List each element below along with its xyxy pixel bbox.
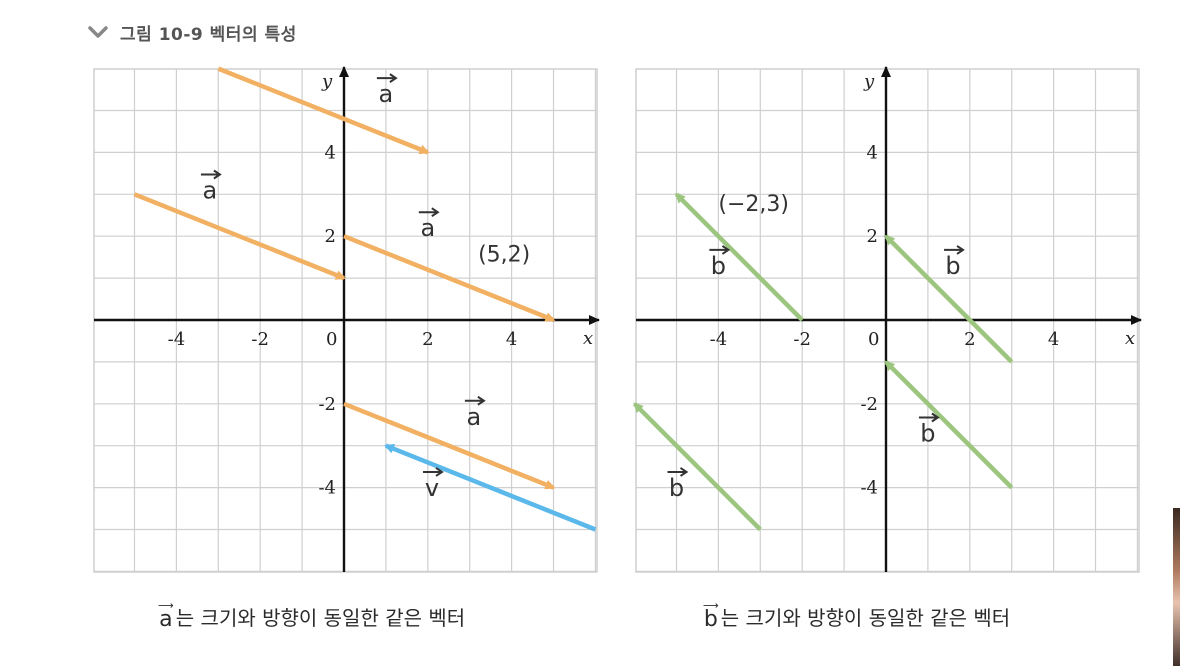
vector-a-arrow	[343, 401, 556, 490]
x-tick-label: 2	[964, 329, 975, 350]
x-axis-label: x	[1125, 328, 1135, 349]
y-tick-label: -4	[860, 478, 878, 499]
vector-label-a: a	[420, 214, 435, 242]
chevron-down-icon[interactable]	[88, 25, 108, 39]
point-annotation: (−2,3)	[718, 192, 789, 217]
vector-b-arrow	[674, 192, 804, 322]
x-tick-label: 4	[506, 329, 517, 350]
x-tick-label: -2	[793, 329, 811, 350]
vector-label-a: a	[467, 403, 482, 431]
vector-label-arrow-head	[389, 73, 398, 83]
vector-label-arrow-head	[477, 395, 486, 406]
vector-label-arrow-head	[431, 207, 440, 218]
vector-label-v: v	[425, 474, 439, 502]
y-tick-label: -2	[860, 394, 878, 415]
x-axis-label: x	[583, 328, 593, 349]
vector-label-arrow-head	[956, 245, 965, 255]
vector-b-arrow	[633, 402, 762, 532]
vector-label-b: b	[711, 252, 726, 280]
x-tick-label: 2	[422, 329, 433, 350]
right-graph-panel: x y 0 -4 -2 2 4 4 2 -2 -4 b b b b (−2,3)	[633, 66, 1142, 573]
vector-b-arrow	[884, 360, 1014, 490]
vector-label-b: b	[669, 474, 684, 502]
y-tick-label: -2	[318, 394, 336, 415]
origin-label: 0	[868, 329, 879, 350]
y-axis-label: y	[863, 71, 875, 92]
video-edge-thumbnail	[1173, 508, 1180, 666]
left-caption: ⟶a 는 크기와 방향이 동일한 같은 벡터	[158, 600, 465, 631]
vector-label-b: b	[920, 420, 935, 448]
y-tick-label: 2	[867, 226, 878, 247]
vector-label-arrow-head	[435, 467, 444, 477]
y-tick-label: 4	[325, 142, 336, 163]
caption-vector-b: ⟶b	[703, 599, 719, 632]
y-tick-label: 2	[325, 226, 336, 247]
vector-label-arrow-head	[721, 245, 731, 255]
figure-title: 그림 10-9 벡터의 특성	[120, 24, 297, 45]
right-caption: ⟶b 는 크기와 방향이 동일한 같은 벡터	[703, 600, 1010, 631]
vector-label-a: a	[379, 80, 394, 108]
vector-label-arrow-head	[931, 412, 940, 423]
right-caption-text: 는 크기와 방향이 동일한 같은 벡터	[720, 606, 1011, 630]
y-tick-label: -4	[318, 478, 336, 499]
vector-label-arrow-head	[213, 169, 222, 180]
vector-a-arrow	[133, 192, 346, 281]
vector-label-b: b	[945, 252, 960, 280]
y-tick-label: 4	[867, 142, 878, 163]
x-tick-label: 4	[1048, 329, 1059, 350]
left-graph-panel: x y 0 -4 -2 2 4 4 2 -2 -4 a a a a v (5,2)	[93, 66, 600, 573]
left-caption-text: 는 크기와 방향이 동일한 같은 벡터	[175, 606, 466, 630]
vector-label-arrow-head	[679, 467, 689, 477]
vector-b-arrow	[884, 234, 1014, 364]
vector-a-arrow	[343, 234, 556, 323]
caption-vector-a: ⟶a	[158, 599, 174, 632]
x-tick-label: -4	[710, 329, 728, 350]
vector-label-a: a	[203, 176, 218, 204]
vector-a-arrow	[217, 66, 430, 155]
y-axis-label: y	[321, 71, 333, 92]
vector-v-arrow	[384, 443, 597, 532]
origin-label: 0	[326, 329, 337, 350]
x-tick-label: -4	[168, 329, 186, 350]
x-tick-label: -2	[251, 329, 269, 350]
figure-header: 그림 10-9 벡터의 특성	[88, 18, 297, 46]
point-annotation: (5,2)	[478, 242, 530, 267]
